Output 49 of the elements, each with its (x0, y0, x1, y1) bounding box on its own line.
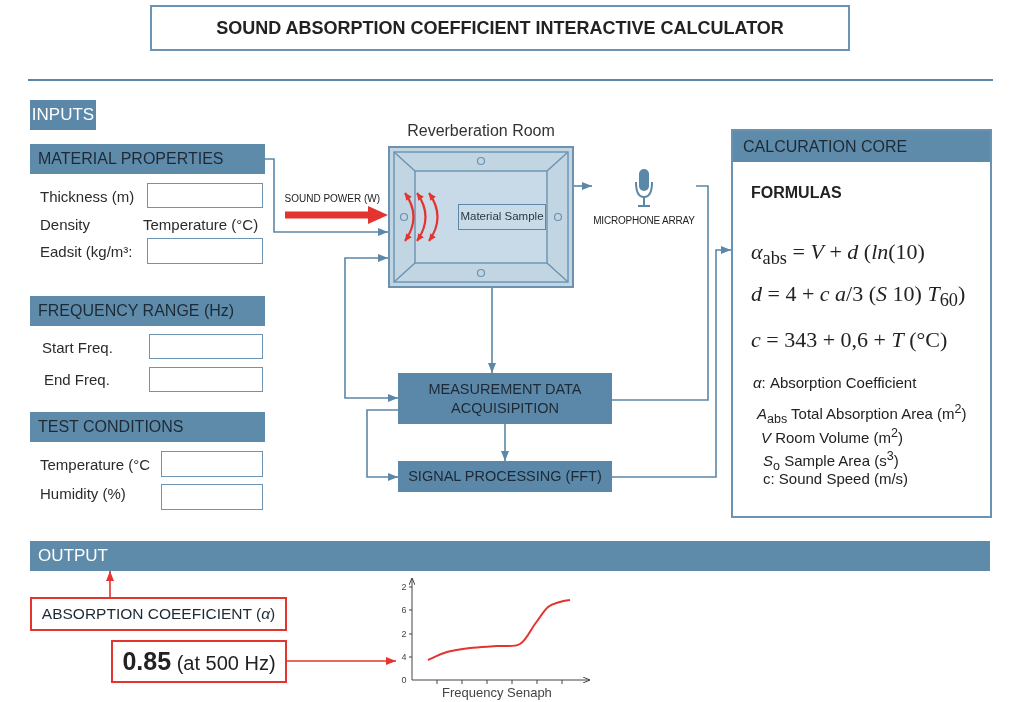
variable-definition: V Room Volume (m$^{2}$) (761, 425, 903, 448)
section-header: FREQUENCY RANGE (Hz) (30, 296, 265, 326)
arrow (264, 158, 389, 236)
field-label: Density (40, 215, 91, 235)
section-heading: FORMULAS (751, 183, 842, 203)
variable-definition: α: Absorption Coefficient (753, 373, 917, 393)
arrow (501, 423, 509, 462)
result-value: 0.85 (at 500 Hz) (111, 640, 287, 683)
panel-header: CALCURATION CORE (733, 131, 990, 162)
process-box: MEASUREMENT DATA ACQUISIPITION (398, 373, 612, 424)
field-label: Thickness (m) (40, 187, 135, 207)
variable-definition: S$_{o}$ Sample Area (s$^{3}$) (763, 448, 899, 473)
tick-label: 4 (401, 651, 407, 663)
formula: α$_{abs}$ = V + d (ln(10) (751, 238, 925, 271)
device-label: MICROPHONE ARRAY (592, 214, 696, 228)
calculation-panel (731, 129, 992, 518)
title: SOUND ABSORPTION COEFFICIENT INTERACTIVE CALCULATOR (150, 5, 850, 51)
arrow (611, 246, 732, 478)
field-label: Temperature (°C) (143, 215, 259, 235)
formula: c = 343 + 0,6 + T (°C) (751, 326, 948, 354)
field-label: Humidity (%) (40, 484, 126, 504)
arrow (488, 287, 496, 374)
result-label: ABSORPTION COEEFICIENT (α) (30, 597, 287, 631)
connector-line (611, 185, 709, 401)
tick-label: 6 (401, 604, 407, 616)
sample-label: Material Sample (458, 204, 546, 230)
field-label: End Freq. (44, 370, 110, 390)
tick-label: 0 (401, 674, 407, 686)
room-title: Reverberation Room (406, 121, 556, 141)
field-label: Start Freq. (42, 338, 113, 358)
arrow (366, 409, 399, 481)
section-header: MATERIAL PROPERTIES (30, 144, 265, 174)
section-header: TEST CONDITIONS (30, 412, 265, 442)
axis-title: Frequency Senaph (442, 683, 552, 701)
field-label: Eadsit (kg/m³: (40, 242, 133, 262)
arrow (573, 182, 593, 190)
field-label: Temperature (°C (40, 455, 151, 475)
section-header: OUTPUT (30, 541, 990, 571)
section-label: INPUTS (30, 100, 96, 130)
variable-definition: c: Sound Speed (m/s) (763, 470, 909, 489)
arrow (344, 254, 399, 402)
formula: d = 4 + c a/3 (S 10) T$_{60}$) (751, 280, 966, 313)
variable-definition: A$_{abs}$ Total Absorption Area (m$^{2}$) (757, 401, 967, 428)
process-box: SIGNAL PROCESSING (FFT) (398, 461, 612, 492)
arrow (286, 657, 397, 665)
tick-label: 2 (401, 581, 407, 593)
edge-label: SOUND POWER (W) (283, 191, 382, 205)
tick-label: 2 (401, 628, 407, 640)
arrow (106, 570, 114, 598)
